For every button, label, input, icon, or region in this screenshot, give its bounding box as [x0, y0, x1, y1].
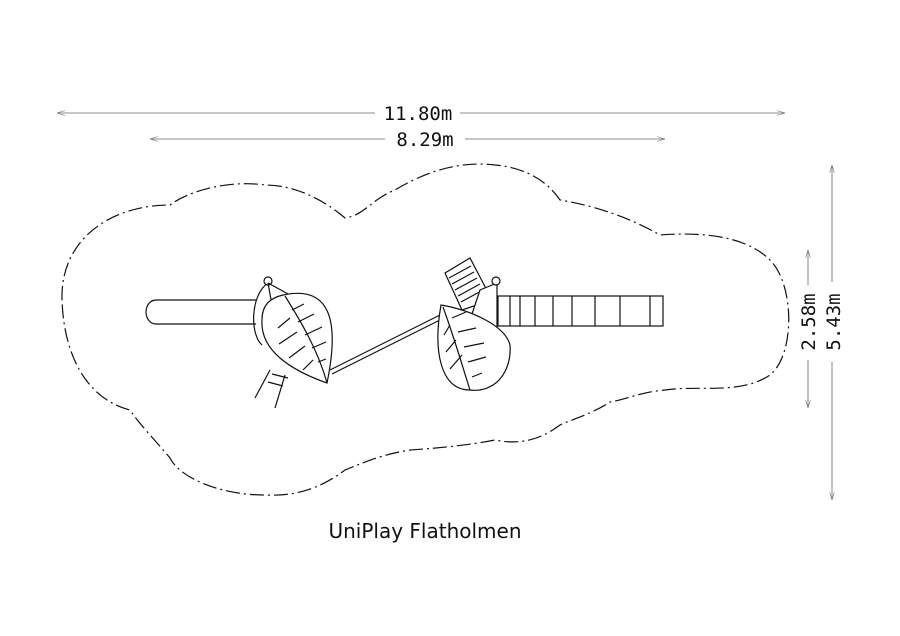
overall-depth-label: 5.43m [823, 293, 845, 350]
dimension-equipment-width: 8.29m [150, 129, 665, 151]
dimension-overall-width: 11.80m [57, 103, 785, 125]
drawing-title: UniPlay Flatholmen [328, 519, 521, 543]
play-equipment [145, 257, 664, 409]
dimension-equipment-depth: 2.58m [798, 250, 820, 408]
equipment-depth-label: 2.58m [798, 293, 820, 350]
safety-zone-outline [61, 163, 790, 496]
dimension-overall-depth: 5.43m [823, 165, 845, 500]
equipment-width-label: 8.29m [396, 129, 453, 151]
overall-width-label: 11.80m [384, 103, 453, 125]
